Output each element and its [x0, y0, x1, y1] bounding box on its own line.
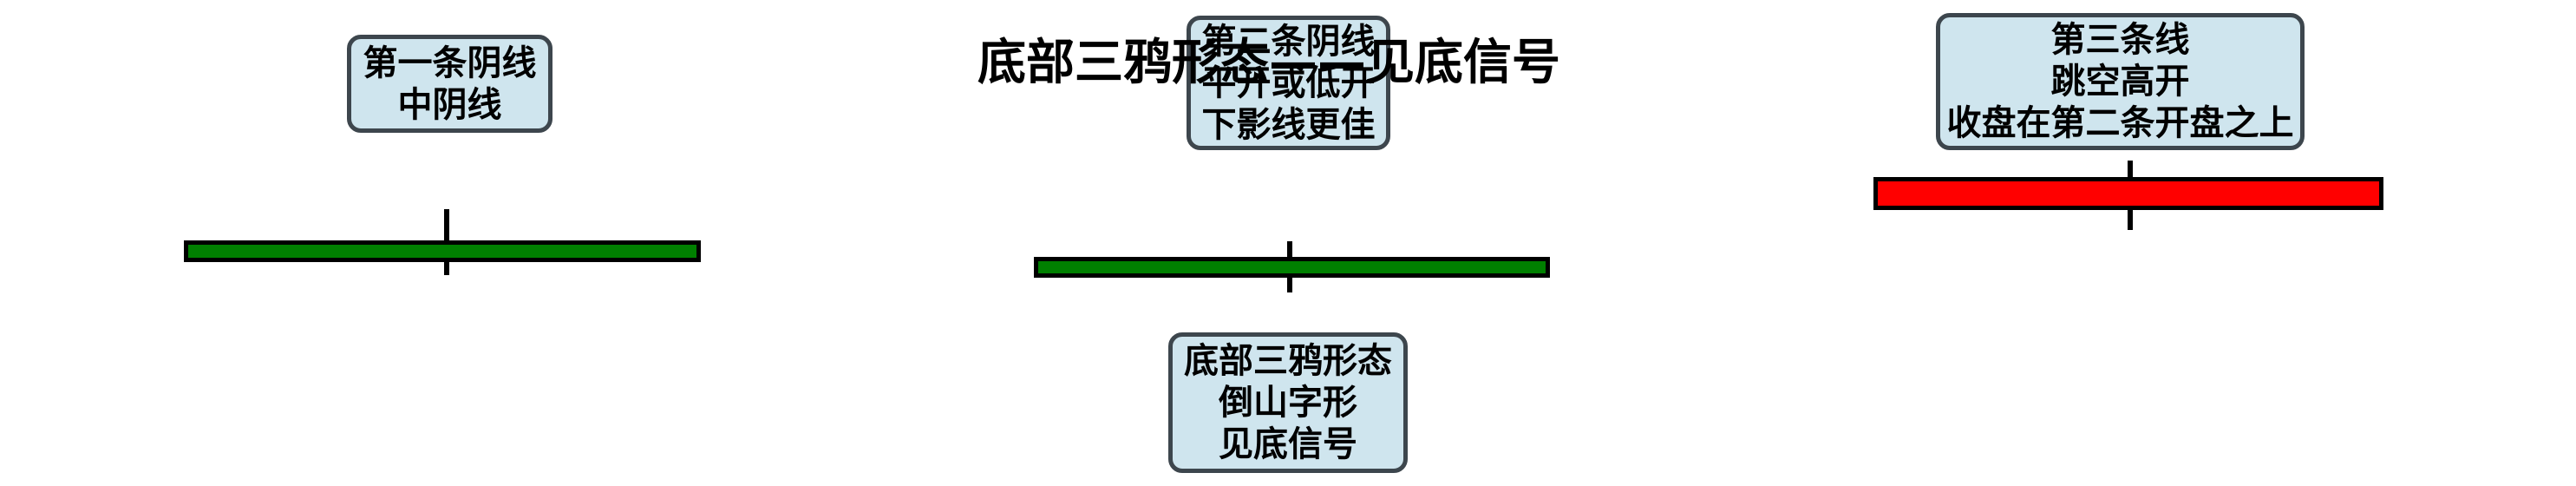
note-second-candle-line-2: 平开或低开 — [1201, 62, 1376, 103]
note-third-candle-line-3: 收盘在第二条开盘之上 — [1946, 103, 2294, 143]
note-first-candle: 第一条阴线中阴线 — [347, 35, 552, 133]
candle-3-bullish-body — [1873, 177, 2383, 210]
note-third-candle: 第三条线跳空高开收盘在第二条开盘之上 — [1936, 13, 2305, 150]
note-third-candle-line-2: 跳空高开 — [2050, 62, 2190, 102]
note-pattern-summary-line-2: 倒山字形 — [1219, 383, 1357, 423]
note-second-candle-line-3: 下影线更佳 — [1201, 104, 1376, 145]
candle-2-bearish-body — [1034, 257, 1550, 278]
note-second-candle: 第二条阴线平开或低开下影线更佳 — [1187, 16, 1390, 150]
note-first-candle-line-2: 中阴线 — [397, 84, 502, 125]
note-second-candle-line-1: 第二条阴线 — [1201, 21, 1376, 62]
note-first-candle-line-1: 第一条阴线 — [363, 43, 537, 83]
note-pattern-summary: 底部三鸦形态倒山字形见底信号 — [1168, 332, 1408, 473]
note-third-candle-line-1: 第三条线 — [2050, 20, 2190, 60]
note-pattern-summary-line-1: 底部三鸦形态 — [1184, 341, 1392, 381]
note-pattern-summary-line-3: 见底信号 — [1219, 424, 1357, 464]
candle-1-bearish-body — [184, 240, 701, 262]
chart-title: 底部三鸦形态——见底信号 — [977, 35, 1560, 91]
